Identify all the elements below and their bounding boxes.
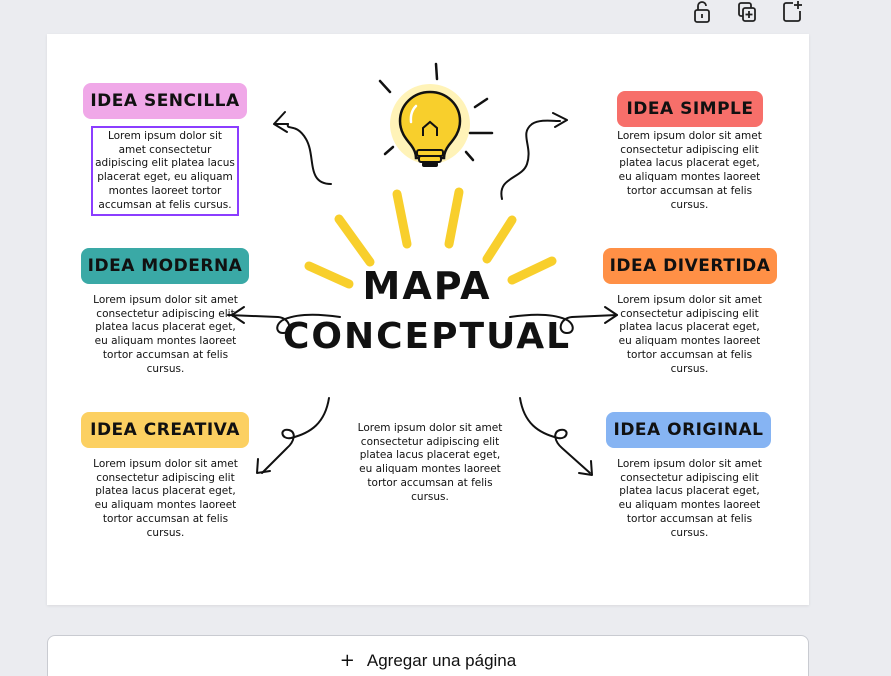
idea-creativa-label[interactable]: IDEA CREATIVA bbox=[81, 412, 249, 448]
design-page[interactable]: MAPA CONCEPTUAL IDEA SENCILLA Lorem ipsu… bbox=[47, 34, 809, 605]
add-page-label: Agregar una página bbox=[366, 651, 517, 670]
idea-divertida-label[interactable]: IDEA DIVERTIDA bbox=[603, 248, 777, 284]
add-page-button[interactable]: + Agregar una página bbox=[47, 635, 809, 676]
idea-creativa-text[interactable]: Lorem ipsum dolor sit amet consectetur a… bbox=[93, 458, 238, 539]
idea-moderna-label[interactable]: IDEA MODERNA bbox=[81, 248, 249, 284]
idea-simple-label[interactable]: IDEA SIMPLE bbox=[617, 91, 763, 127]
lock-icon[interactable] bbox=[691, 0, 713, 24]
idea-original-label[interactable]: IDEA ORIGINAL bbox=[606, 412, 771, 448]
add-page-icon[interactable] bbox=[781, 0, 803, 24]
idea-moderna-text[interactable]: Lorem ipsum dolor sit amet consectetur a… bbox=[93, 294, 238, 375]
concept-map-artwork bbox=[227, 62, 618, 476]
lightbulb-icon bbox=[398, 90, 462, 167]
idea-sencilla-label[interactable]: IDEA SENCILLA bbox=[83, 83, 247, 119]
idea-simple-text[interactable]: Lorem ipsum dolor sit amet consectetur a… bbox=[617, 130, 762, 211]
idea-original-text[interactable]: Lorem ipsum dolor sit amet consectetur a… bbox=[617, 458, 762, 539]
idea-divertida-text[interactable]: Lorem ipsum dolor sit amet consectetur a… bbox=[617, 294, 762, 375]
map-title[interactable]: MAPA CONCEPTUAL bbox=[282, 264, 572, 358]
map-title-line1: MAPA bbox=[362, 264, 492, 308]
center-text[interactable]: Lorem ipsum dolor sit amet consectetur a… bbox=[357, 422, 503, 503]
spark-lines bbox=[378, 62, 494, 162]
connector-arrows bbox=[227, 111, 618, 476]
duplicate-page-icon[interactable] bbox=[736, 0, 758, 24]
idea-sencilla-text[interactable]: Lorem ipsum dolor sit amet consectetur a… bbox=[91, 125, 239, 217]
yellow-rays bbox=[304, 187, 557, 289]
plus-icon: + bbox=[339, 650, 355, 671]
map-title-line2: CONCEPTUAL bbox=[282, 316, 572, 357]
